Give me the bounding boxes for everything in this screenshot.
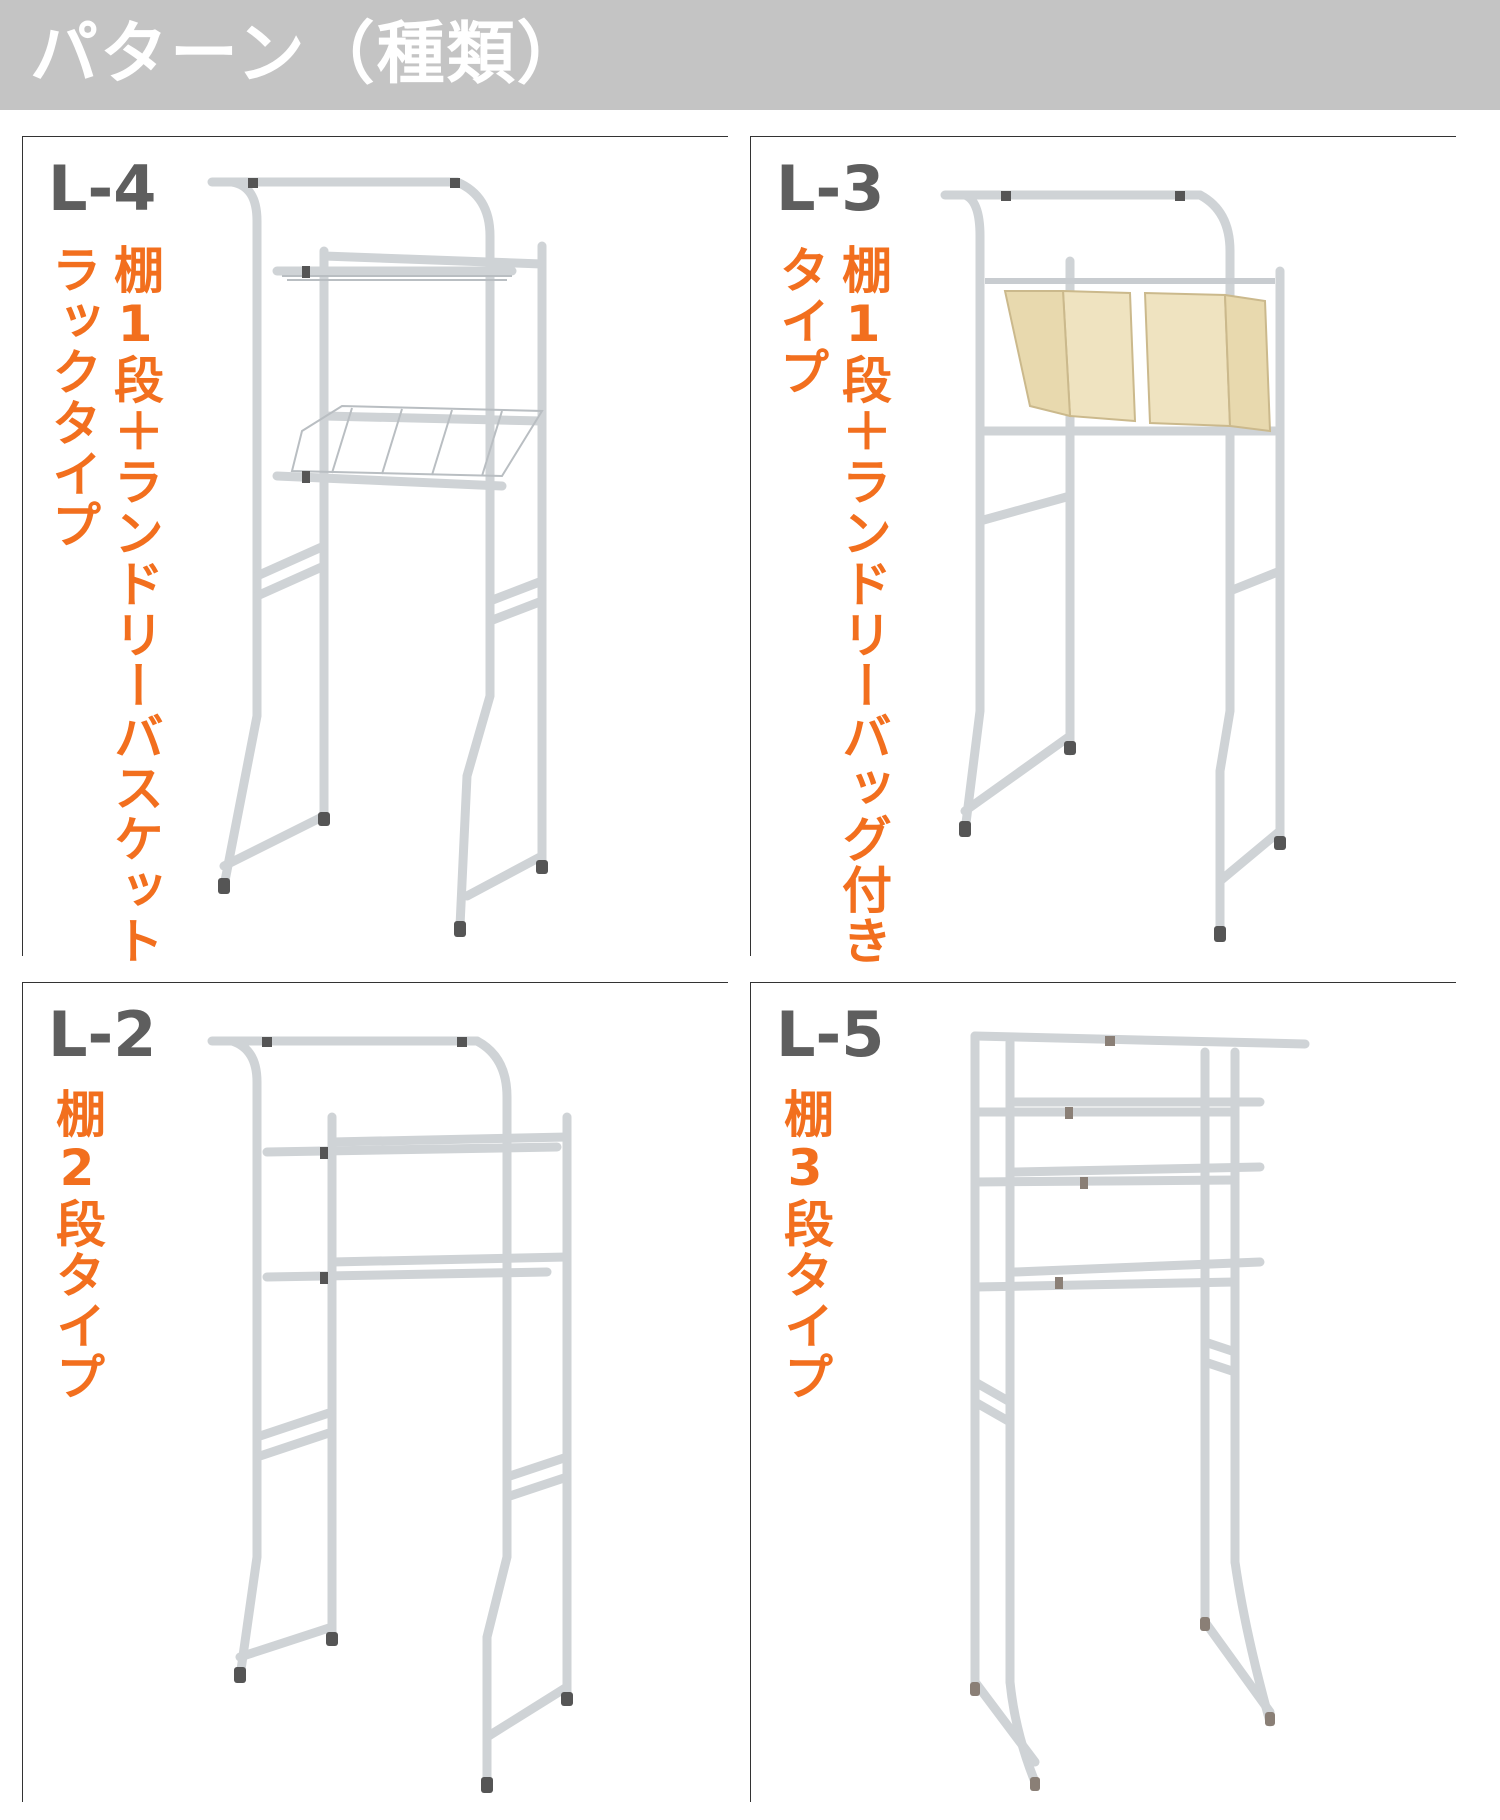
product-description-line-1: 棚1段＋ランドリーバッグ付き <box>834 244 892 966</box>
product-panel-l2: L-2 棚2段タイプ <box>22 982 728 1802</box>
product-code: L-3 <box>776 152 885 225</box>
product-panel-l3: L-3 棚1段＋ランドリーバッグ付き タイプ <box>750 136 1456 966</box>
panel-border <box>22 136 728 137</box>
panel-border <box>22 136 23 956</box>
rack-with-wire-basket-image <box>207 176 632 956</box>
product-description-line-2: ラックタイプ <box>44 244 102 550</box>
panel-border <box>750 982 751 1802</box>
panel-border <box>750 982 1456 983</box>
rack-with-laundry-bags-image <box>940 190 1345 971</box>
panel-border <box>22 982 728 983</box>
product-description-line-1: 棚2段タイプ <box>48 1088 106 1402</box>
product-code: L-4 <box>48 152 157 225</box>
product-code: L-2 <box>48 998 157 1071</box>
product-code: L-5 <box>776 998 885 1071</box>
product-description-line-2: タイプ <box>772 244 830 397</box>
section-title: パターン（種類） <box>30 15 587 94</box>
rack-three-shelves-image <box>970 1031 1355 1802</box>
product-description-line-1: 棚3段タイプ <box>776 1088 834 1402</box>
section-header: パターン（種類） <box>0 0 1500 110</box>
panel-border <box>750 136 1456 137</box>
product-panel-l4: L-4 棚1段＋ランドリーバスケット ラックタイプ <box>22 136 728 966</box>
rack-two-shelves-image <box>207 1036 612 1797</box>
panel-border <box>22 982 23 1802</box>
product-description-line-1: 棚1段＋ランドリーバスケット <box>106 244 164 966</box>
product-panel-l5: L-5 棚3段タイプ <box>750 982 1456 1802</box>
panel-border <box>750 136 751 956</box>
